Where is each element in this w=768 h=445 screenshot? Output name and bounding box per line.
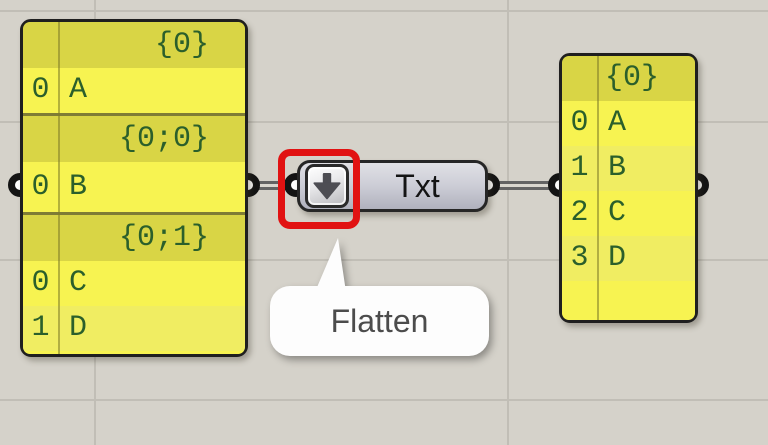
item-value: A [608, 106, 627, 140]
branch-divider [23, 113, 245, 116]
tree-path-header: {0} [562, 56, 695, 101]
tree-path-header: {0;0} [23, 116, 245, 162]
flatten-down-arrow-icon [313, 172, 341, 200]
red-highlight-box [278, 149, 360, 229]
panel-row: 3 D [562, 236, 695, 281]
grid-line [507, 0, 509, 445]
grid-line [0, 259, 768, 261]
text-component[interactable]: Txt [297, 160, 488, 212]
item-value: C [608, 196, 627, 230]
panel-empty-space [23, 351, 245, 354]
panel-empty-space [562, 281, 695, 320]
panel-row: 0 C [23, 261, 245, 306]
result-panel-content: {0} 0 A 1 B 2 C 3 D [562, 56, 695, 320]
item-index: 2 [570, 196, 589, 230]
item-value: D [69, 311, 88, 345]
panel-row: 1 B [562, 146, 695, 191]
item-index: 0 [31, 266, 50, 300]
item-value: D [608, 241, 627, 275]
wire-left-panel-to-component[interactable] [246, 181, 300, 190]
item-value: C [69, 266, 88, 300]
item-index: 0 [570, 106, 589, 140]
tree-path-header: {0;1} [23, 215, 245, 261]
item-index: 0 [31, 73, 50, 107]
panel-row: 1 D [23, 306, 245, 351]
grid-line [0, 121, 768, 123]
source-data-panel[interactable]: {0} 0 A {0;0} 0 B {0;1} 0 C 1 D [20, 19, 248, 357]
component-label: Txt [395, 167, 440, 204]
grid-line [0, 10, 768, 12]
branch-divider [23, 212, 245, 215]
panel-row: 0 A [23, 68, 245, 113]
flatten-modifier-button[interactable] [305, 164, 349, 208]
tree-path-header: {0} [23, 22, 245, 68]
item-index: 1 [31, 311, 50, 345]
item-index: 1 [570, 151, 589, 185]
item-index: 0 [31, 170, 50, 204]
panel-row: 0 B [23, 162, 245, 212]
item-value: A [69, 73, 88, 107]
panel-row: 0 A [562, 101, 695, 146]
panel-row: 2 C [562, 191, 695, 236]
item-value: B [69, 170, 88, 204]
grid-line [0, 399, 768, 401]
source-panel-content: {0} 0 A {0;0} 0 B {0;1} 0 C 1 D [23, 22, 245, 354]
flatten-callout-label: Flatten [330, 302, 429, 339]
flatten-callout-balloon [270, 238, 489, 356]
result-data-panel[interactable]: {0} 0 A 1 B 2 C 3 D [559, 53, 698, 323]
item-index: 3 [570, 241, 589, 275]
item-value: B [608, 151, 627, 185]
wire-component-to-right-panel[interactable] [486, 181, 564, 190]
